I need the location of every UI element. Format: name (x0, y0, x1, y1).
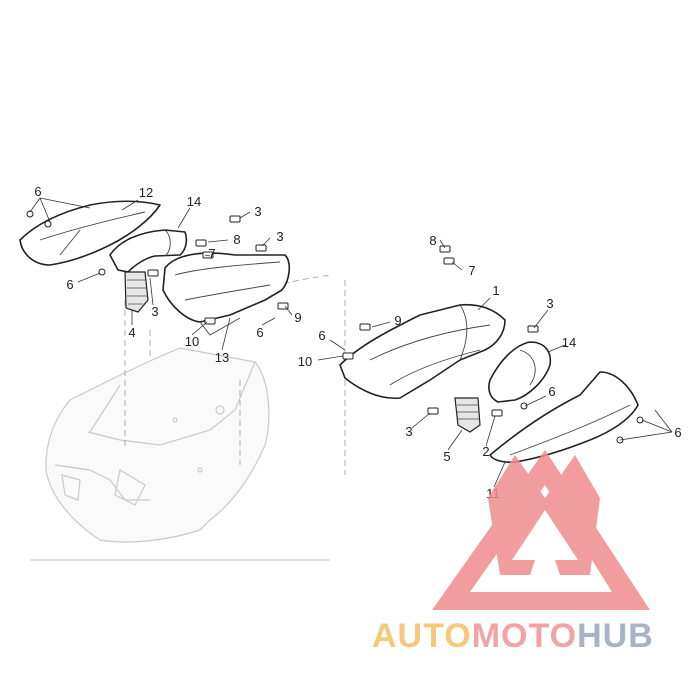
callout-5: 5 (443, 449, 450, 464)
callout-14: 14 (187, 194, 201, 209)
callout-13: 13 (215, 350, 229, 365)
part-5-right-grille (454, 397, 481, 433)
callout-4: 4 (128, 325, 135, 340)
callout-14: 14 (562, 335, 576, 350)
callout-3: 3 (151, 304, 158, 319)
watermark-auto: AUTO (372, 617, 472, 655)
callout-8: 8 (429, 233, 436, 248)
callout-9: 9 (394, 313, 401, 328)
callout-3: 3 (276, 229, 283, 244)
callout-12: 12 (139, 185, 153, 200)
callout-10: 10 (185, 334, 199, 349)
part-13-left-inner-duct (162, 252, 291, 336)
callout-6: 6 (674, 425, 681, 440)
callout-3: 3 (405, 424, 412, 439)
part-14-right-duct (488, 341, 552, 403)
callout-2: 2 (482, 444, 489, 459)
watermark-hub: HUB (577, 617, 654, 655)
callout-6: 6 (548, 384, 555, 399)
part-14-left-duct (109, 229, 188, 273)
part-4-left-grille (124, 271, 149, 313)
callout-3: 3 (546, 296, 553, 311)
callout-6: 6 (34, 184, 41, 199)
watermark-moto: MOTO (471, 617, 578, 655)
callout-1: 1 (492, 283, 499, 298)
front-fairing-ghost (30, 347, 330, 561)
callout-7: 7 (208, 246, 215, 261)
part-1-right-inner-duct (339, 303, 506, 400)
automotohub-logo-mark (432, 450, 650, 610)
callout-6: 6 (66, 277, 73, 292)
callout-8: 8 (233, 232, 240, 247)
automotohub-watermark: AUTOMOTOHUB (372, 617, 654, 656)
callout-3: 3 (254, 204, 261, 219)
fasteners (26, 210, 644, 444)
leader-lines (29, 197, 673, 488)
callout-10: 10 (298, 354, 312, 369)
callout-9: 9 (294, 310, 301, 325)
callout-6: 6 (256, 325, 263, 340)
callout-numbers: 6 12 14 3 8 7 3 6 3 4 10 13 9 6 8 7 1 3 … (34, 184, 681, 501)
part-12-left-panel (19, 200, 161, 266)
callout-6: 6 (318, 328, 325, 343)
callout-7: 7 (468, 263, 475, 278)
